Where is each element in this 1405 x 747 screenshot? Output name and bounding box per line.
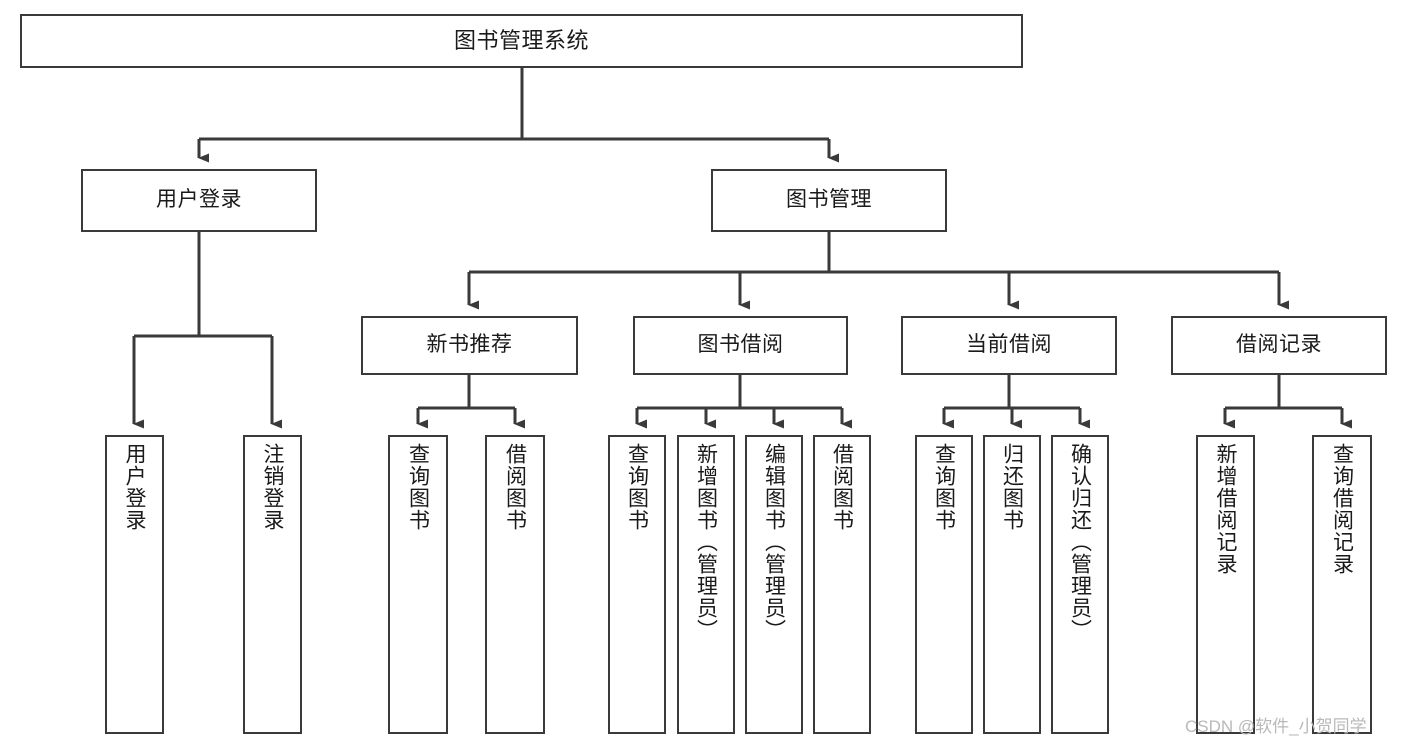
node-label: 查询借阅记录 [1330, 443, 1354, 575]
node-label: 查询图书 [932, 443, 956, 531]
node-leaf-borrow-books-new[interactable]: 借阅图书 [485, 435, 545, 734]
node-label: 图书管理 [786, 188, 872, 212]
node-label: 图书管理系统 [453, 28, 589, 54]
node-leaf-query-books-new[interactable]: 查询图书 [388, 435, 448, 734]
node-label: 新增借阅记录 [1214, 443, 1237, 575]
node-current-borrowing[interactable]: 当前借阅 [901, 316, 1117, 375]
node-leaf-query-books-borrow[interactable]: 查询图书 [608, 435, 666, 734]
node-label: 借阅图书 [503, 443, 527, 531]
node-label: 借阅图书 [830, 443, 854, 531]
node-leaf-confirm-return-admin[interactable]: 确认归还（管理员） [1051, 435, 1109, 734]
node-leaf-add-book-admin[interactable]: 新增图书（管理员） [677, 435, 735, 734]
node-leaf-borrow-books[interactable]: 借阅图书 [813, 435, 871, 734]
node-user-login[interactable]: 用户登录 [81, 169, 317, 232]
node-label: 编辑图书（管理员） [762, 443, 786, 641]
node-label: 新增图书（管理员） [694, 443, 718, 641]
node-label: 注销登录 [261, 443, 284, 531]
node-leaf-add-borrow-record[interactable]: 新增借阅记录 [1196, 435, 1255, 734]
node-label: 用户登录 [123, 443, 146, 531]
node-label: 确认归还（管理员） [1068, 443, 1092, 641]
node-leaf-return-books[interactable]: 归还图书 [983, 435, 1041, 734]
node-label: 借阅记录 [1236, 333, 1322, 357]
node-leaf-edit-book-admin[interactable]: 编辑图书（管理员） [745, 435, 803, 734]
node-borrowing-records[interactable]: 借阅记录 [1171, 316, 1387, 375]
node-leaf-logout[interactable]: 注销登录 [243, 435, 302, 734]
node-book-management[interactable]: 图书管理 [711, 169, 947, 232]
node-label: 当前借阅 [966, 333, 1052, 357]
node-new-book-recommendation[interactable]: 新书推荐 [361, 316, 578, 375]
node-label: 图书借阅 [697, 333, 784, 357]
node-label: 查询图书 [406, 443, 430, 531]
node-label: 用户登录 [156, 188, 242, 212]
node-leaf-user-login[interactable]: 用户登录 [105, 435, 164, 734]
node-book-borrowing[interactable]: 图书借阅 [633, 316, 848, 375]
node-leaf-query-books-current[interactable]: 查询图书 [915, 435, 973, 734]
node-label: 查询图书 [625, 443, 649, 531]
node-leaf-query-borrow-record[interactable]: 查询借阅记录 [1312, 435, 1372, 734]
node-root-book-management-system[interactable]: 图书管理系统 [20, 14, 1023, 68]
node-label: 新书推荐 [426, 333, 513, 357]
node-label: 归还图书 [1000, 443, 1024, 531]
